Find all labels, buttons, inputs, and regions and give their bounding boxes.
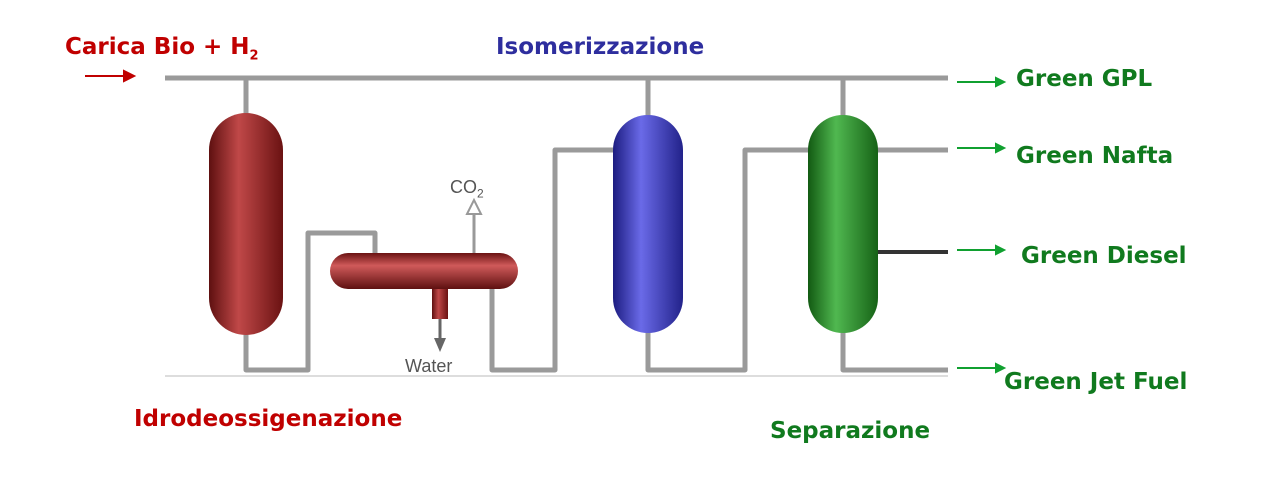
co2-label: CO2	[450, 177, 484, 201]
water-arrow-icon	[434, 338, 446, 352]
pipes	[165, 75, 948, 373]
output-arrows	[957, 76, 1007, 374]
hdo-reactor-vessel	[209, 113, 283, 335]
separator-vessel	[330, 253, 518, 289]
separation-label: Separazione	[770, 418, 931, 444]
output-green-diesel: Green Diesel	[1021, 243, 1187, 269]
water-label: Water	[405, 356, 453, 376]
jet-fuel-pipe	[840, 330, 948, 373]
feed-arrow-icon	[85, 69, 137, 83]
output-green-gpl: Green GPL	[1016, 66, 1153, 92]
isomerization-label: Isomerizzazione	[496, 34, 705, 60]
isomerization-vessel	[613, 115, 683, 333]
co2-arrow-icon	[465, 197, 483, 215]
isomerization-to-separation-pipe	[645, 147, 810, 373]
hdo-to-separator-pipe	[243, 230, 378, 373]
output-green-jet-fuel: Green Jet Fuel	[1004, 369, 1188, 395]
separator-to-isomerization-pipe	[489, 147, 615, 373]
water-drain	[432, 285, 448, 319]
separation-vessel	[808, 115, 878, 333]
hydrodeoxygenation-label: Idrodeossigenazione	[134, 406, 403, 432]
output-green-nafta: Green Nafta	[1016, 143, 1174, 169]
feed-label: Carica Bio + H2	[65, 34, 259, 64]
